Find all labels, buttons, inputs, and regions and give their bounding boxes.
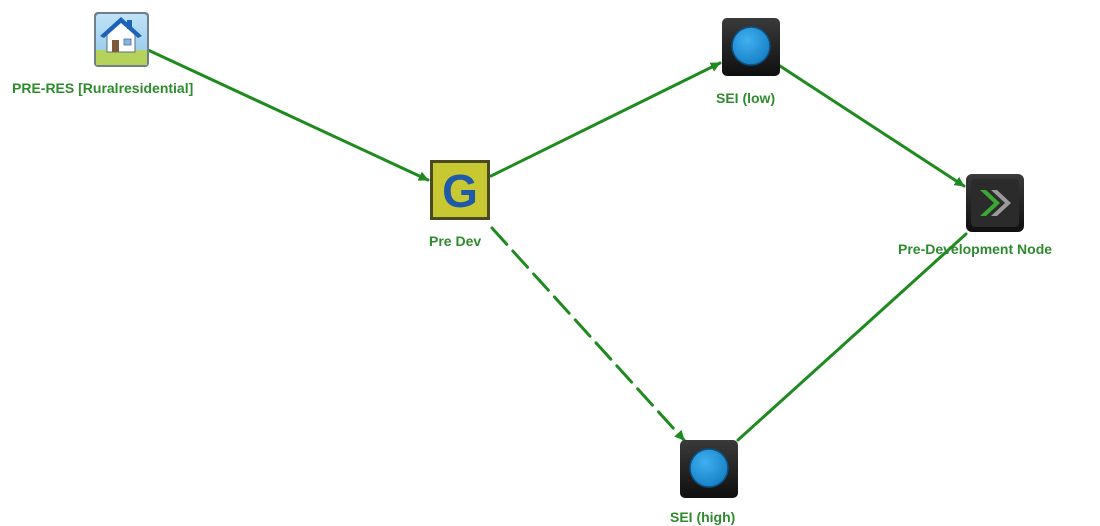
- node-pre-dev[interactable]: G: [430, 160, 490, 220]
- node-sei-high[interactable]: [680, 440, 738, 498]
- node-sei-low[interactable]: [722, 18, 780, 76]
- node-label-pre-dev-node: Pre-Development Node: [898, 241, 1053, 257]
- node-pre-res[interactable]: [94, 12, 149, 67]
- edges-layer: [146, 48, 968, 442]
- blue-circle-icon: [722, 18, 780, 76]
- blue-circle-icon: [680, 440, 738, 498]
- house-icon: [94, 12, 149, 67]
- node-label-pre-res: PRE-RES [Ruralresidential]: [12, 80, 194, 96]
- node-label-sei-high: SEI (high): [670, 509, 736, 525]
- edge-sei-high-to-pre-dev-node[interactable]: [736, 232, 968, 442]
- node-label-sei-low: SEI (low): [716, 90, 776, 106]
- chevron-right-icon: [966, 174, 1024, 232]
- edge-pre-dev-to-sei-low[interactable]: [489, 61, 722, 178]
- edge-sei-low-to-pre-dev-node[interactable]: [778, 64, 966, 188]
- node-pre-dev-node[interactable]: [966, 174, 1024, 232]
- edge-pre-dev-to-sei-high[interactable]: [490, 226, 686, 442]
- edge-pre-res-to-pre-dev[interactable]: [146, 48, 430, 182]
- g-letter-icon: G: [430, 160, 490, 220]
- g-letter-glyph: G: [442, 165, 478, 217]
- node-label-pre-dev: Pre Dev: [429, 233, 482, 249]
